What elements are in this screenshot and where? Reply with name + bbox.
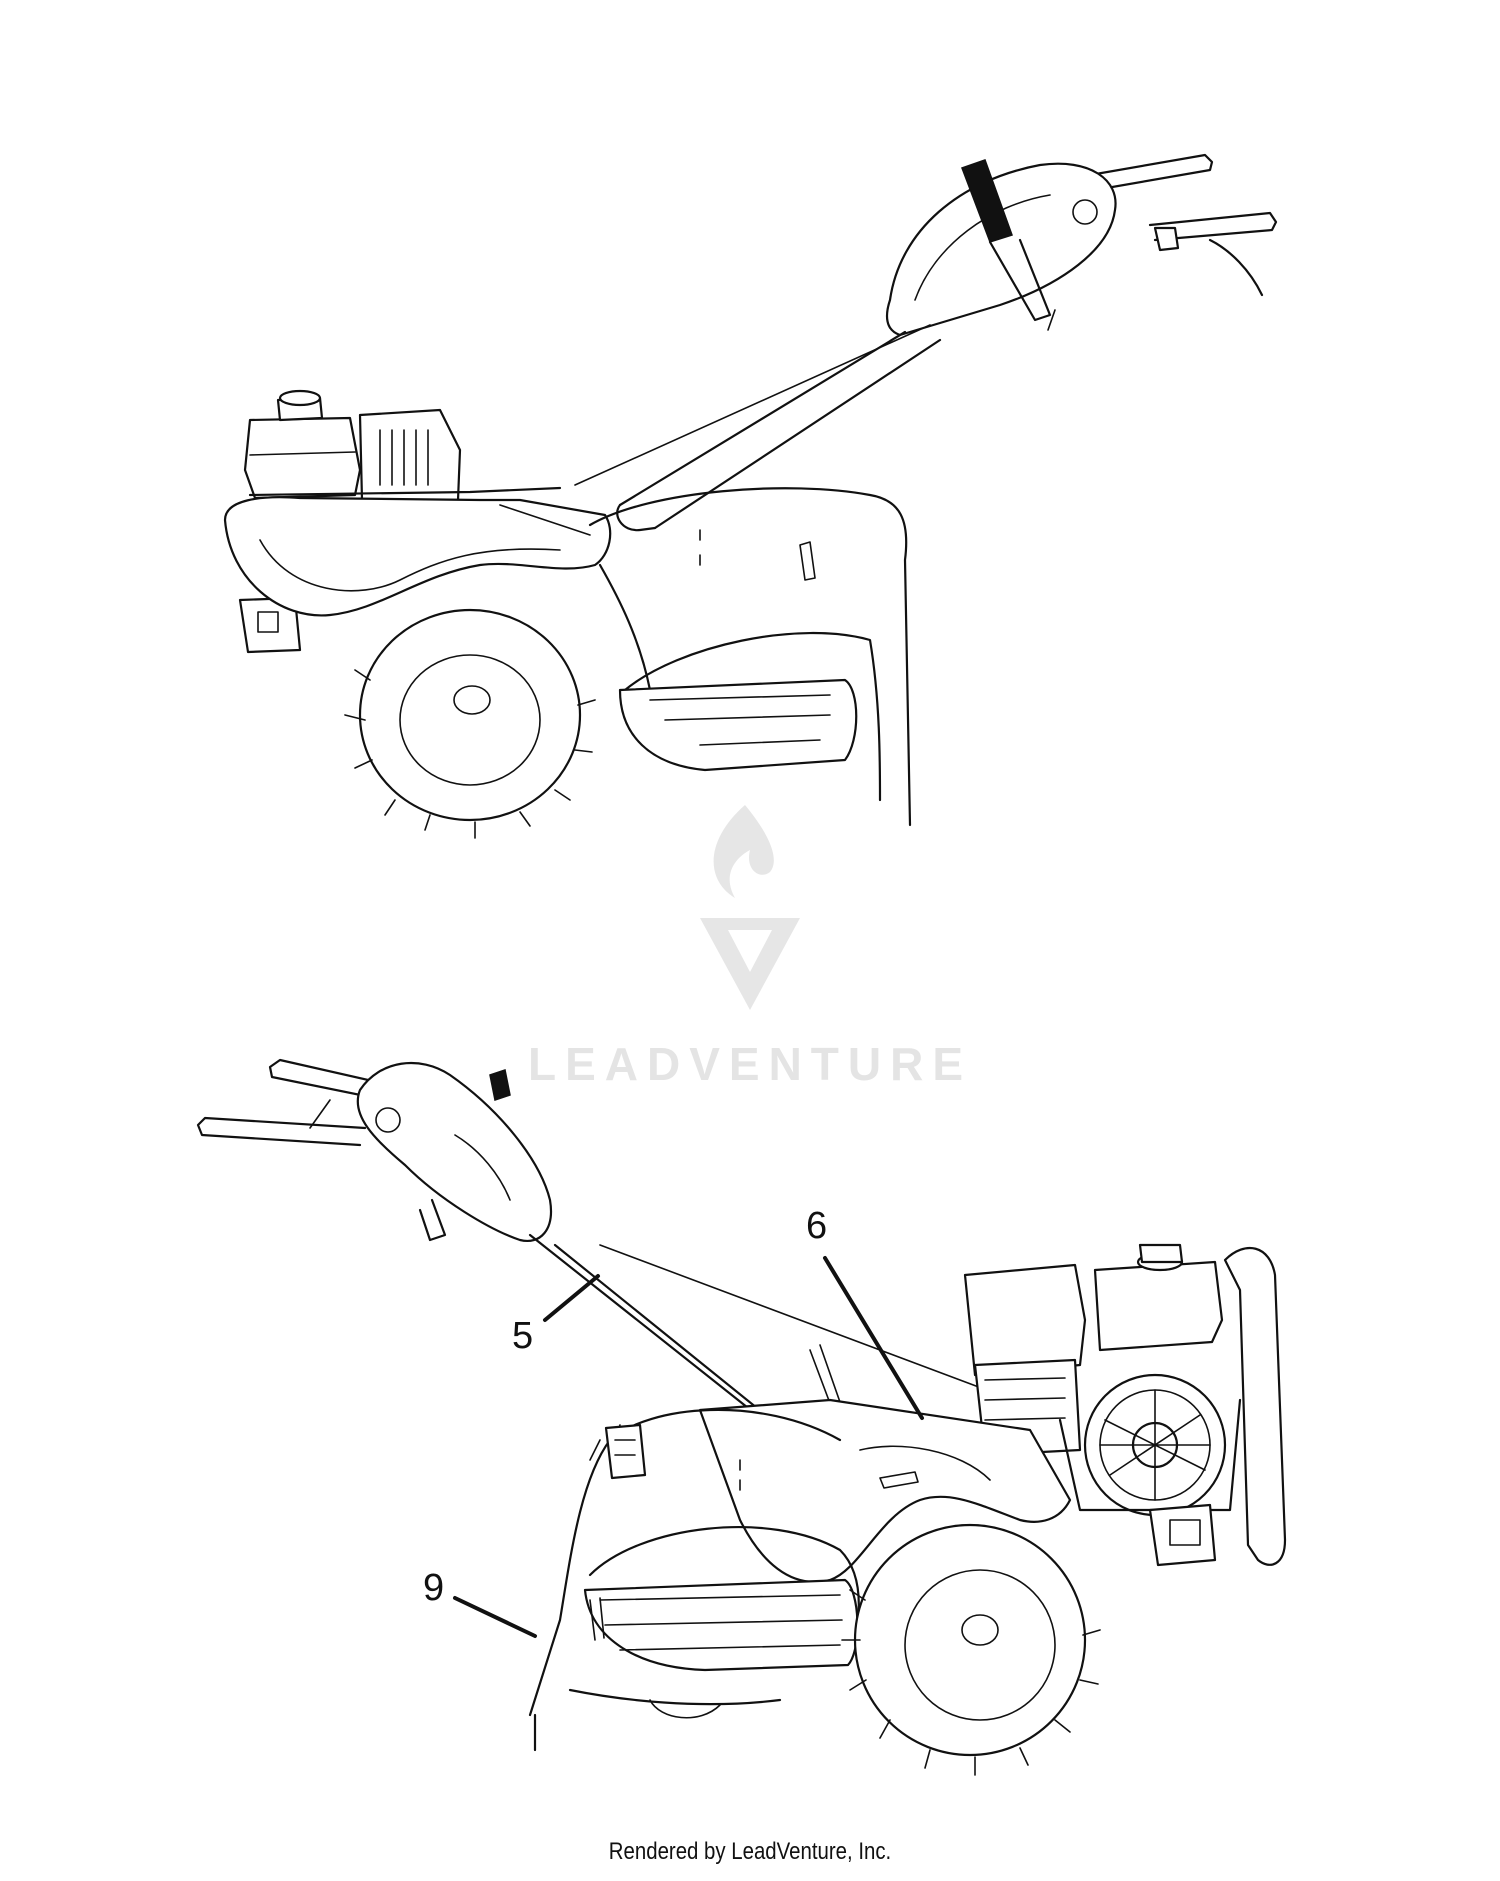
watermark-text: LEADVENTURE	[528, 1038, 972, 1090]
callout-6: 6	[806, 1205, 924, 1420]
tiller-bottom-view	[196, 1058, 1287, 1776]
callout-9-label: 9	[423, 1567, 444, 1609]
callout-9: 9	[423, 1567, 537, 1638]
callout-6-label: 6	[806, 1205, 827, 1247]
tiller-top-view	[223, 153, 1278, 839]
callout-5: 5	[512, 1274, 600, 1357]
callout-5-label: 5	[512, 1315, 533, 1357]
rendered-by-footer: Rendered by LeadVenture, Inc.	[608, 1838, 892, 1865]
leadventure-watermark-logo: LEADVENTURE	[528, 805, 972, 1090]
